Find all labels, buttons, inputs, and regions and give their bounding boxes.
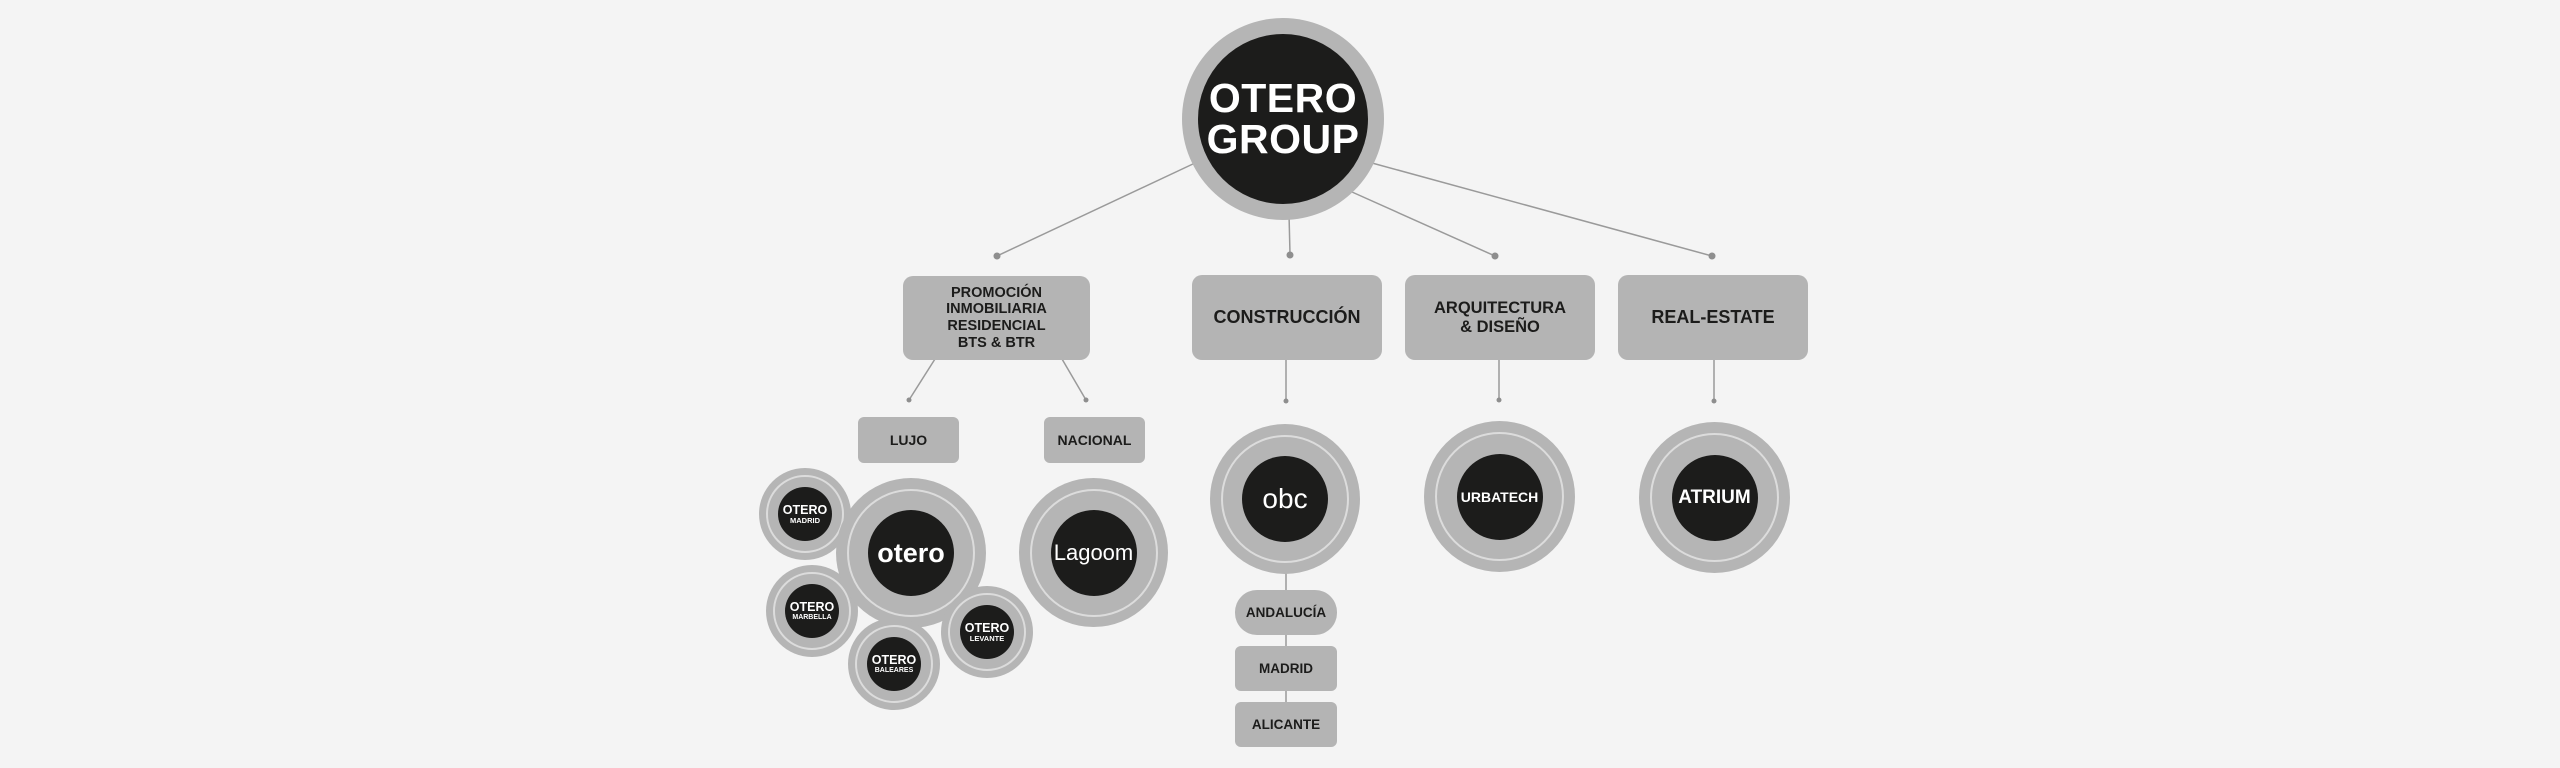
junction-dot [1083, 397, 1089, 403]
urbatech-node: URBATECH [1424, 421, 1575, 572]
junction-dot [1496, 397, 1502, 403]
lagoom-logo: Lagoom [1050, 509, 1137, 596]
junction-dot [993, 252, 1001, 260]
otero-baleares-node: OTERO BALEARES [848, 618, 940, 710]
otero-levante-node: OTERO LEVANTE [941, 586, 1033, 678]
junction-dot [1286, 251, 1294, 259]
connector-root-arquitectura [1351, 191, 1496, 257]
junction-dot [1283, 398, 1289, 404]
atrium-logo: ATRIUM [1671, 454, 1758, 541]
otero-logo: otero [868, 510, 954, 596]
junction-dot [906, 397, 912, 403]
region-alicante: ALICANTE [1235, 702, 1337, 747]
connector-promocion-nacional [1061, 358, 1087, 401]
connector-promocion-lujo [908, 358, 936, 401]
otero-group-node: OTERO GROUP [1182, 18, 1384, 220]
connector-root-realestate [1371, 162, 1713, 257]
category-promocion: PROMOCIÓN INMOBILIARIA RESIDENCIAL BTS &… [903, 276, 1090, 360]
connector-root-promocion [996, 162, 1196, 257]
region-andalucia: ANDALUCÍA [1235, 590, 1337, 635]
obc-node: obc [1210, 424, 1360, 574]
category-construccion: CONSTRUCCIÓN [1192, 275, 1382, 360]
category-arquitectura: ARQUITECTURA & DISEÑO [1405, 275, 1595, 360]
obc-logo: obc [1242, 456, 1328, 542]
otero-baleares-logo: OTERO BALEARES [867, 637, 921, 691]
region-madrid: MADRID [1235, 646, 1337, 691]
category-realestate: REAL-ESTATE [1618, 275, 1808, 360]
atrium-node: ATRIUM [1639, 422, 1790, 573]
urbatech-logo: URBATECH [1456, 453, 1543, 540]
segment-lujo: LUJO [858, 417, 959, 463]
segment-nacional: NACIONAL [1044, 417, 1145, 463]
otero-marbella-logo: OTERO MARBELLA [785, 584, 839, 638]
junction-dot [1708, 252, 1716, 260]
lagoom-node: Lagoom [1019, 478, 1168, 627]
otero-levante-logo: OTERO LEVANTE [960, 605, 1014, 659]
otero-madrid-logo: OTERO MADRID [778, 487, 832, 541]
junction-dot [1711, 398, 1717, 404]
junction-dot [1491, 252, 1499, 260]
otero-madrid-node: OTERO MADRID [759, 468, 851, 560]
otero-group-logo: OTERO GROUP [1198, 34, 1368, 204]
connector-root-construccion [1288, 213, 1291, 255]
